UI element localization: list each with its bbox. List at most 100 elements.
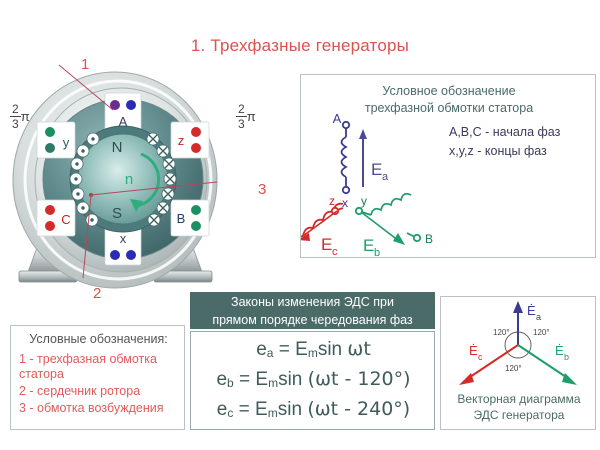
legend-item-2: 2 - сердечник ротора [19, 384, 141, 398]
callout-leaders [58, 64, 218, 279]
rotor-excitation-winding [69, 132, 177, 227]
ec-lhs: e [216, 399, 228, 420]
notation-title-line2: трехфазной обмотки статора [364, 101, 534, 115]
emf-a-sub: a [382, 171, 389, 183]
stator-notation-panel: Условное обозначение трехфазной обмотки … [300, 74, 596, 258]
emf-b-sub: b [374, 247, 380, 257]
coil-a-icon [340, 120, 351, 195]
angle-right-pi: π [246, 109, 256, 124]
ea-arg: ωt [347, 338, 371, 360]
stator-slot-x: x [104, 226, 142, 266]
vector-ec-sub: c [478, 352, 483, 362]
angle-left-denominator: 3 [12, 117, 19, 131]
emf-c-arrow-icon [301, 210, 338, 241]
phase-legend-line1: A,B,C - начала фаз [449, 125, 561, 139]
rotation-arrow-icon [130, 152, 161, 212]
vector-ea-sub: a [536, 312, 541, 322]
angle-label-right: 2 3 π [236, 102, 256, 131]
angle-right-denominator: 3 [238, 117, 245, 131]
svg-text:B: B [177, 211, 186, 226]
ea-lhs: e [256, 339, 267, 360]
eb-eq: = [239, 369, 251, 390]
stator-slot-z: z [170, 121, 210, 159]
ea-amp-sub: m [307, 346, 318, 360]
ea-lhs-sub: a [266, 346, 274, 360]
phase-legend-line2: x,y,z - концы фаз [449, 144, 547, 158]
eb-amp-sub: m [268, 376, 279, 390]
vector-angle-2: 120° [533, 328, 550, 337]
formula-row-eb: eb = Emsin (ωt - 120°) [191, 368, 436, 391]
coil-c-icon [301, 202, 344, 238]
ec-amp-sub: m [267, 406, 278, 420]
formula-header-line2: прямом порядке чередования фаз [212, 313, 413, 327]
emf-b-label: E [363, 236, 374, 255]
generator-illustration: A x z B [12, 64, 218, 289]
legend-title: Условные обозначения: [29, 332, 168, 346]
vector-diagram-panel: Ė a Ė c Ė b 120° 120° 120° Векторная диа… [440, 296, 596, 430]
notation-title: Условное обозначение трехфазной обмотки … [301, 83, 597, 117]
rotation-label: n [125, 171, 133, 188]
emf-a-arrow-icon [359, 129, 367, 187]
formula-row-ea: ea = Emsin ωt [191, 338, 436, 361]
eb-lhs-sub: b [227, 376, 234, 390]
angle-right-numerator: 2 [236, 102, 247, 117]
vector-eb-icon [517, 344, 577, 385]
svg-text:C: C [61, 212, 70, 227]
legend-item-1-cont: статора [19, 367, 64, 381]
vector-caption-line1: Векторная диаграмма [457, 392, 581, 406]
stator-slot-a: A [104, 92, 142, 132]
ec-arg: (ωt - 240°) [307, 398, 411, 420]
svg-text:y: y [63, 135, 70, 150]
stator-slots: A x z B [36, 92, 210, 266]
vector-ec-icon [459, 344, 519, 385]
terminal-y-label: y [361, 194, 367, 208]
ea-eq: = [278, 339, 290, 360]
stator-slot-b: B [170, 199, 210, 237]
emf-c-label: E [321, 235, 332, 254]
phase-terminal-legend: A,B,C - начала фаз x,y,z - концы фаз [449, 123, 597, 161]
formula-panel: ea = Emsin ωt eb = Emsin (ωt - 120°) ec … [190, 331, 435, 430]
formula-row-ec: ec = Emsin (ωt - 240°) [191, 398, 436, 421]
vector-angle-3: 120° [505, 364, 522, 373]
eb-amp: E [255, 369, 269, 390]
vector-eb-label: Ė [555, 343, 564, 358]
ea-amp: E [295, 339, 308, 360]
svg-text:x: x [120, 231, 127, 246]
callout-1: 1 [81, 56, 90, 73]
ec-fn: sin [277, 399, 303, 420]
ec-eq: = [238, 399, 250, 420]
callout-3: 3 [258, 181, 267, 198]
vector-ec-label: Ė [469, 343, 478, 358]
vector-diagram: Ė a Ė c Ė b 120° 120° 120° [459, 301, 577, 385]
vector-ea-label: Ė [527, 303, 536, 318]
terminal-z-label: z [329, 194, 335, 208]
vector-caption: Векторная диаграмма ЭДС генератора [441, 391, 597, 423]
notation-title-line1: Условное обозначение [382, 84, 516, 98]
eb-arg: (ωt - 120°) [307, 368, 411, 390]
ec-amp: E [255, 399, 268, 420]
ec-lhs-sub: c [227, 406, 234, 420]
svg-text:A: A [119, 114, 128, 129]
stator-slot-y: y [36, 121, 76, 159]
callout-2: 2 [93, 285, 102, 302]
rotor-south-label: S [112, 205, 122, 222]
stator-slot-c: C [36, 199, 76, 237]
vector-caption-line2: ЭДС генератора [473, 408, 565, 422]
emf-a-label: E [371, 160, 382, 179]
winding-schematic: A E a z x y E c [301, 111, 433, 257]
emf-b-arrow-icon [360, 211, 405, 245]
rotor-north-label: N [112, 139, 123, 156]
eb-lhs: e [216, 369, 228, 390]
eb-fn: sin [278, 369, 303, 390]
vector-angle-1: 120° [493, 328, 510, 337]
vector-eb-sub: b [564, 352, 569, 362]
coil-b-icon [354, 192, 422, 243]
svg-text:z: z [178, 133, 185, 148]
angle-left-numerator: 2 [10, 102, 21, 117]
terminal-x-label: x [342, 196, 348, 210]
emf-c-sub: c [332, 246, 338, 257]
legend-item-3: 3 - обмотка возбуждения [19, 401, 164, 415]
ea-fn: sin [317, 339, 343, 360]
angle-label-left: 2 3 π [10, 102, 30, 131]
